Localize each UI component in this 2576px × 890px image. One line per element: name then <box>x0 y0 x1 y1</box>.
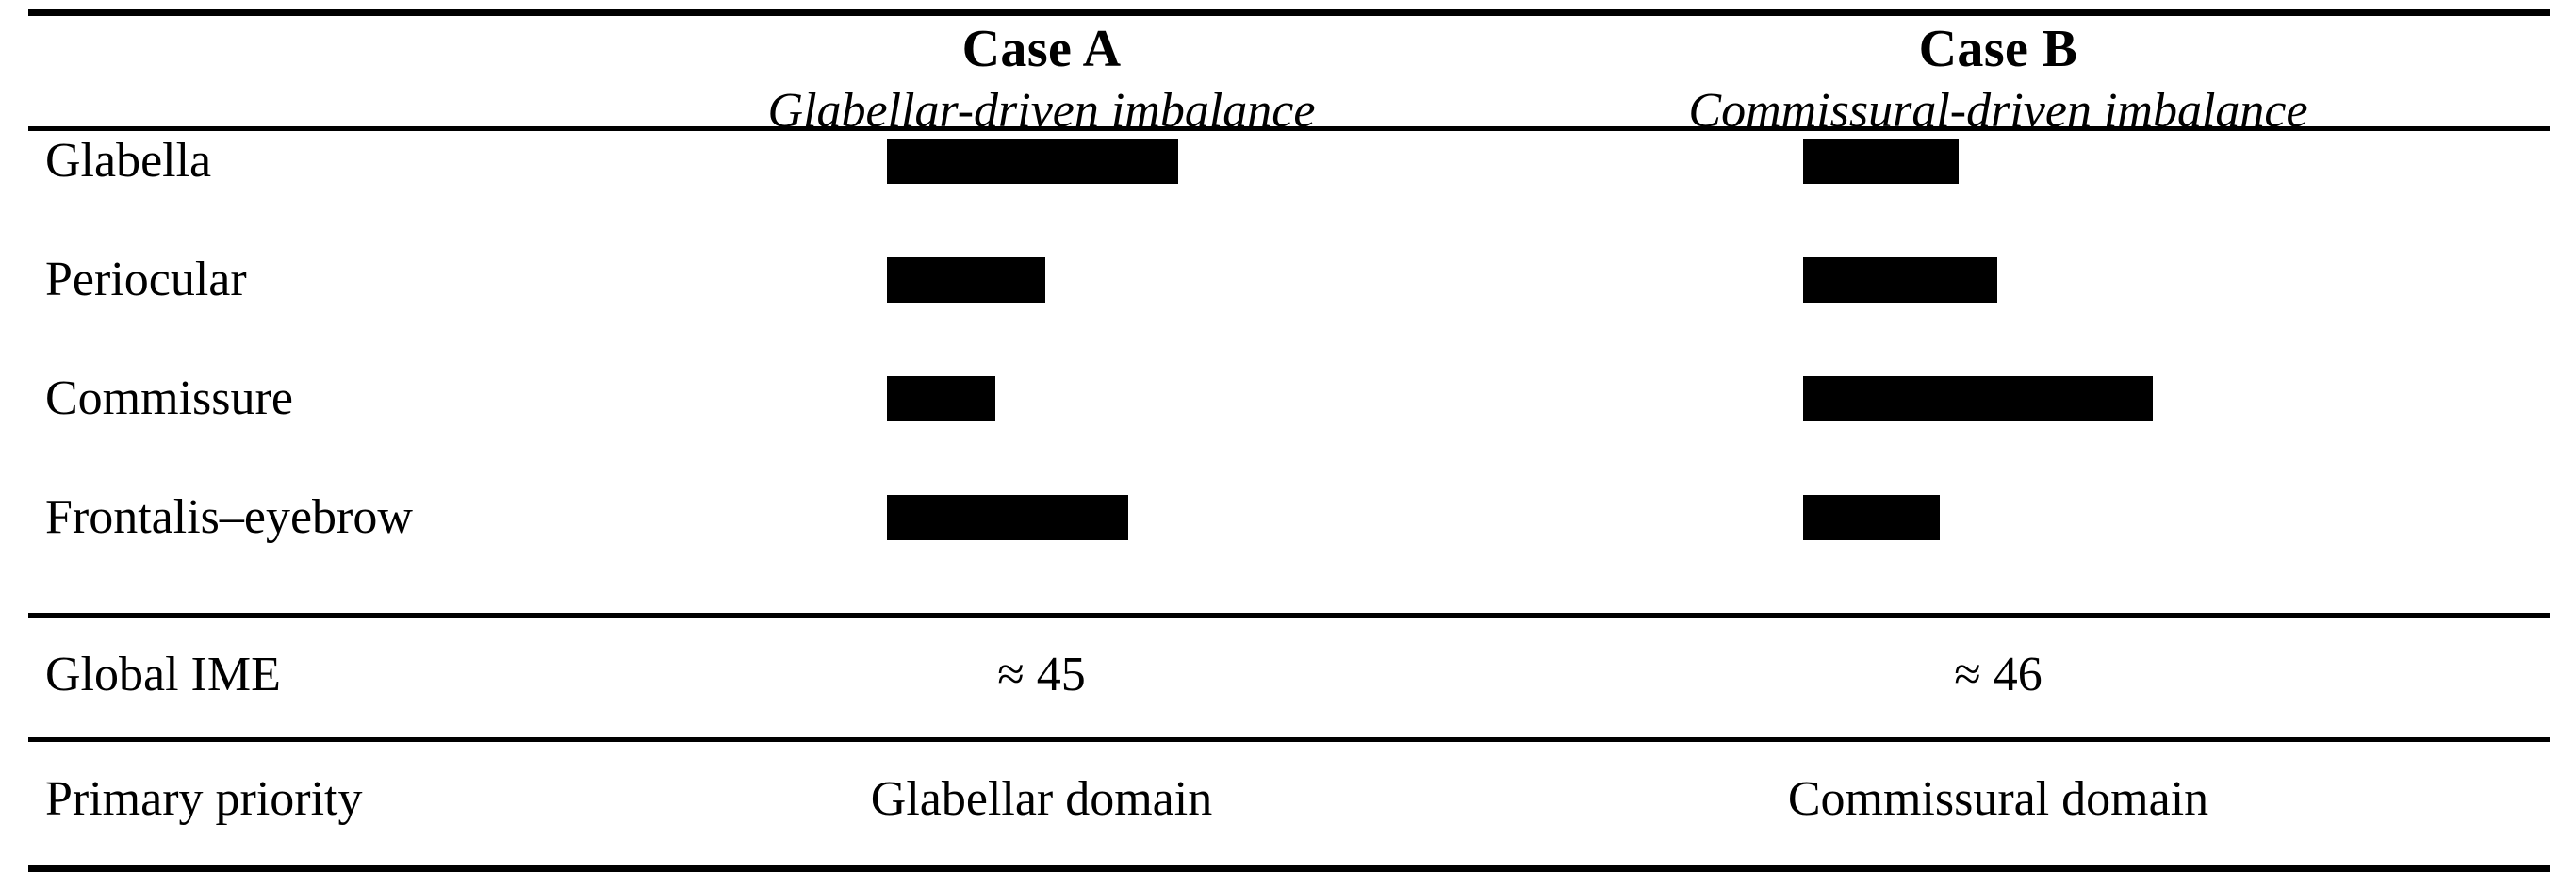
bar-case-b-glabella <box>1803 139 1959 184</box>
table-row-primary-priority: Primary priority Glabellar domain Commis… <box>0 737 2576 862</box>
table-row: Glabella <box>0 137 2576 186</box>
table-rule-body-end <box>28 613 2550 618</box>
table-row: Periocular <box>0 255 2576 305</box>
table-header: Case A Glabellar-driven imbalance Case B… <box>0 0 2576 136</box>
row-label-frontalis-eyebrow: Frontalis–eyebrow <box>45 490 413 544</box>
bar-case-b-frontalis-eyebrow <box>1803 495 1940 540</box>
column-header-case-b: Case B <box>1918 20 2078 78</box>
column-subheader-case-a: Glabellar-driven imbalance <box>767 84 1316 138</box>
table-rule-top <box>28 9 2550 16</box>
bar-case-a-commissure <box>887 376 995 421</box>
row-label-glabella: Glabella <box>45 134 212 188</box>
value-primary-priority-case-a: Glabellar domain <box>870 772 1213 826</box>
table-rule-header <box>28 126 2550 131</box>
value-global-ime-case-a: ≈ 45 <box>997 648 1086 701</box>
bar-case-a-periocular <box>887 257 1045 303</box>
table-row-global-ime: Global IME ≈ 45 ≈ 46 <box>0 613 2576 737</box>
value-global-ime-case-b: ≈ 46 <box>1954 648 2043 701</box>
bar-case-b-periocular <box>1803 257 1997 303</box>
table-rule-ime-end <box>28 737 2550 742</box>
table-rule-bottom <box>28 865 2550 872</box>
column-subheader-case-b: Commissural-driven imbalance <box>1688 84 2308 138</box>
row-label-commissure: Commissure <box>45 371 293 425</box>
bar-case-b-commissure <box>1803 376 2153 421</box>
column-header-case-a: Case A <box>961 20 1122 78</box>
table-row: Frontalis–eyebrow <box>0 493 2576 542</box>
table-row: Commissure <box>0 374 2576 423</box>
bar-rows-group: Glabella Periocular Commissure Frontalis… <box>0 133 2576 613</box>
row-label-global-ime: Global IME <box>45 648 281 701</box>
value-primary-priority-case-b: Commissural domain <box>1787 772 2209 826</box>
bar-case-a-glabella <box>887 139 1178 184</box>
bar-case-a-frontalis-eyebrow <box>887 495 1128 540</box>
row-label-periocular: Periocular <box>45 253 247 306</box>
row-label-primary-priority: Primary priority <box>45 772 363 826</box>
